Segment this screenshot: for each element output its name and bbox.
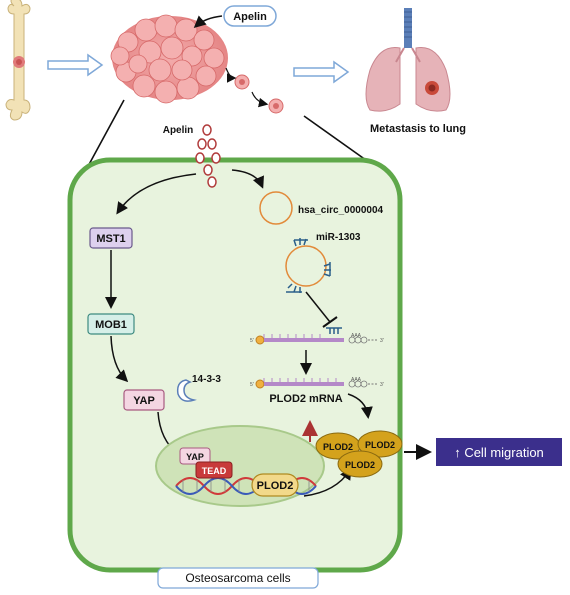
migration-arrow-2 xyxy=(251,91,269,108)
cell-migration-label: ↑ Cell migration xyxy=(454,445,544,460)
svg-text:5': 5' xyxy=(250,338,254,344)
apelin-top-pill: Apelin xyxy=(223,5,277,27)
yap-cyto-label: YAP xyxy=(133,395,155,407)
svg-text:AAA: AAA xyxy=(351,333,362,339)
migrating-cells xyxy=(234,74,284,114)
apelin-to-circ-arrow xyxy=(231,169,264,189)
yap-nuc-label: YAP xyxy=(186,452,204,462)
tead-label: TEAD xyxy=(202,466,227,476)
plod2-a-label: PLOD2 xyxy=(323,442,353,452)
metastasis-label: Metastasis to lung xyxy=(370,123,466,135)
cell-type-label: Osteosarcoma cells xyxy=(185,571,290,585)
plod2-c-label: PLOD2 xyxy=(345,460,375,470)
plod2-protein-b: PLOD2 xyxy=(357,430,403,458)
mrna-bound: 5' AAA 3' xyxy=(250,327,384,345)
svg-text:5': 5' xyxy=(250,382,254,388)
hollow-arrow-icon xyxy=(47,53,104,77)
svg-text:3': 3' xyxy=(380,382,384,388)
tead-box: TEAD xyxy=(195,461,233,479)
lungs-icon xyxy=(365,8,451,112)
zoom-line-left xyxy=(85,99,125,171)
mob1-box: MOB1 xyxy=(87,313,135,335)
plod2-b-label: PLOD2 xyxy=(365,440,395,450)
translation-arrow xyxy=(347,393,373,419)
yap-nuclear-box: YAP xyxy=(179,447,211,465)
mst1-label: MST1 xyxy=(96,233,125,245)
plod2-gene-box: PLOD2 xyxy=(251,473,299,497)
osteosarcoma-cell xyxy=(67,157,403,573)
mir-label: miR-1303 xyxy=(316,232,361,243)
cell-type-pill: Osteosarcoma cells xyxy=(157,567,319,589)
protein-1433-label: 14-3-3 xyxy=(192,374,221,385)
apelin-cell-label: Apelin xyxy=(163,125,194,136)
plod2-gene-label: PLOD2 xyxy=(257,480,294,492)
apelin-to-mst1-arrow xyxy=(116,173,197,215)
svg-text:AAA: AAA xyxy=(351,377,362,383)
bone-icon xyxy=(5,0,31,121)
circrna-ring xyxy=(259,191,293,225)
apelin-to-tumor-arrow xyxy=(193,15,223,28)
inhibit-line xyxy=(305,291,331,323)
plod2-protein-c: PLOD2 xyxy=(337,450,383,478)
mob1-label: MOB1 xyxy=(95,319,127,331)
mob1-to-yap-arrow xyxy=(110,335,129,383)
apelin-molecules xyxy=(195,124,221,188)
apelin-top-label: Apelin xyxy=(233,11,267,23)
migration-arrow-1 xyxy=(225,67,237,83)
svg-text:3': 3' xyxy=(380,338,384,344)
yap-cyto-box: YAP xyxy=(123,389,165,411)
protein-1433-icon xyxy=(176,379,197,402)
circ-label: hsa_circ_0000004 xyxy=(298,205,384,216)
plod2-mrna: 5' AAA 3' xyxy=(250,377,384,389)
cell-migration-box: ↑ Cell migration xyxy=(436,438,562,466)
plod2-mrna-label: PLOD2 mRNA xyxy=(269,393,342,405)
inhibit-bar xyxy=(322,316,338,328)
mst1-box: MST1 xyxy=(89,227,133,249)
tumor-mass xyxy=(110,14,228,104)
mirna-sponge xyxy=(285,238,331,293)
hollow-arrow-icon xyxy=(293,60,350,84)
